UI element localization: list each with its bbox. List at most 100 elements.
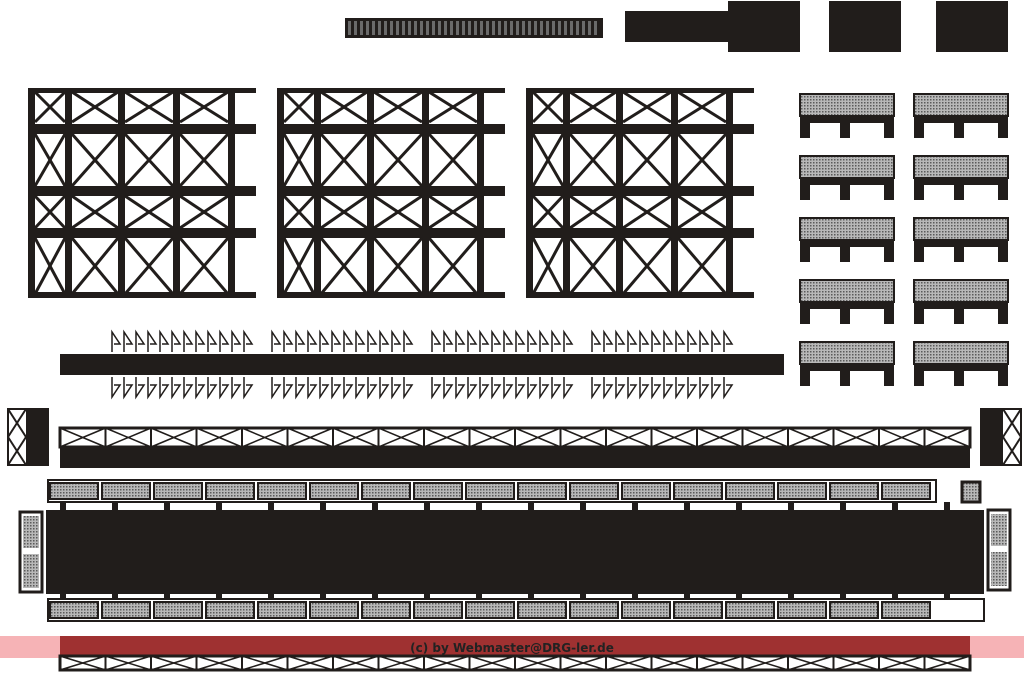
- frame-brace: [70, 133, 120, 187]
- platform-rail: [914, 240, 1008, 247]
- deck-bolt: [788, 592, 794, 602]
- frame-brace: [123, 132, 175, 188]
- deck-bolt: [372, 592, 378, 602]
- rib: [360, 21, 363, 35]
- bracket-down: [687, 377, 698, 400]
- platform-leg: [884, 122, 894, 138]
- bracket-up: [663, 329, 674, 352]
- truss-brace: [150, 427, 197, 448]
- bracket-up: [147, 329, 158, 352]
- bracket-up: [563, 329, 574, 352]
- platform-piece: [799, 155, 895, 200]
- deck-bolt: [424, 592, 430, 602]
- truss-brace: [833, 655, 880, 671]
- platform-leg: [914, 184, 924, 200]
- mesh-tile-bottom: [777, 601, 827, 619]
- frame-brace: [428, 90, 478, 124]
- bracket-up: [123, 329, 134, 352]
- platform-leg: [954, 370, 964, 386]
- frame-post: [228, 88, 235, 298]
- rib: [378, 21, 381, 35]
- frame-brace: [282, 237, 316, 295]
- platform-piece: [913, 155, 1009, 200]
- deck-bolt: [112, 592, 118, 602]
- platform-top: [913, 341, 1009, 365]
- rib: [528, 21, 531, 35]
- frame-rail: [277, 228, 505, 238]
- rib: [522, 21, 525, 35]
- bracket-up: [699, 329, 710, 352]
- bracket-down: [723, 377, 734, 400]
- bracket-up: [111, 329, 122, 352]
- frame-brace: [178, 132, 230, 188]
- bracket-up: [639, 329, 650, 352]
- credit-banner-dark: [60, 636, 970, 658]
- truss-brace: [196, 655, 243, 671]
- frame-rail: [526, 292, 754, 298]
- bracket-up: [455, 329, 466, 352]
- frame-rail: [277, 124, 505, 134]
- frame-brace: [33, 90, 67, 124]
- frame-brace: [124, 90, 174, 124]
- mesh-tile-bottom: [413, 601, 463, 619]
- platform-leg: [914, 370, 924, 386]
- mesh-tile-top: [153, 482, 203, 500]
- mesh-tile-bottom: [257, 601, 307, 619]
- truss-brace: [696, 655, 743, 671]
- bracket-down: [539, 377, 550, 400]
- frame-brace: [569, 194, 617, 230]
- frame-post: [65, 88, 72, 298]
- mesh-tile-bottom: [569, 601, 619, 619]
- platform-leg: [800, 370, 810, 386]
- truss-brace: [560, 427, 607, 448]
- truss-brace: [332, 655, 379, 671]
- bracket-up: [135, 329, 146, 352]
- bracket-down: [307, 377, 318, 400]
- frame-brace: [427, 237, 479, 295]
- deck-bolt: [944, 592, 950, 602]
- mesh-tile-bottom: [153, 601, 203, 619]
- frame-post: [563, 88, 570, 298]
- truss-brace: [924, 655, 971, 671]
- bracket-down: [455, 377, 466, 400]
- frame-post: [28, 88, 35, 298]
- platform-rail: [800, 116, 894, 123]
- platform-leg: [998, 122, 1008, 138]
- rib: [594, 21, 597, 35]
- bracket-up: [467, 329, 478, 352]
- frame-brace: [179, 194, 229, 230]
- mesh-tile-top: [361, 482, 411, 500]
- frame-rail: [28, 88, 256, 93]
- frame-brace: [70, 237, 120, 295]
- platform-top: [799, 279, 895, 303]
- frame-rail: [277, 88, 505, 93]
- top-block-1: [728, 1, 800, 52]
- bracket-up: [675, 329, 686, 352]
- bracket-up: [603, 329, 614, 352]
- mesh-tile-top: [569, 482, 619, 500]
- deck-bolt: [892, 502, 898, 512]
- platform-leg: [998, 246, 1008, 262]
- mesh-tile-bottom: [309, 601, 359, 619]
- frame-post: [422, 88, 429, 298]
- bracket-up: [331, 329, 342, 352]
- truss-brace: [287, 655, 334, 671]
- platform-piece: [799, 279, 895, 324]
- bracket-up: [355, 329, 366, 352]
- truss-brace: [605, 655, 652, 671]
- frame-post: [118, 88, 125, 298]
- bracket-down: [431, 377, 442, 400]
- bracket-down: [355, 377, 366, 400]
- bracket-up: [391, 329, 402, 352]
- bracket-down: [183, 377, 194, 400]
- mesh-tile-bottom: [881, 601, 931, 619]
- rib: [402, 21, 405, 35]
- rib: [450, 21, 453, 35]
- truss-brace: [514, 427, 561, 448]
- bracket-up: [307, 329, 318, 352]
- bracket-up: [551, 329, 562, 352]
- endcap-brace: [7, 408, 27, 438]
- mesh-tile-top: [257, 482, 307, 500]
- platform-leg: [998, 184, 1008, 200]
- platform-leg: [884, 246, 894, 262]
